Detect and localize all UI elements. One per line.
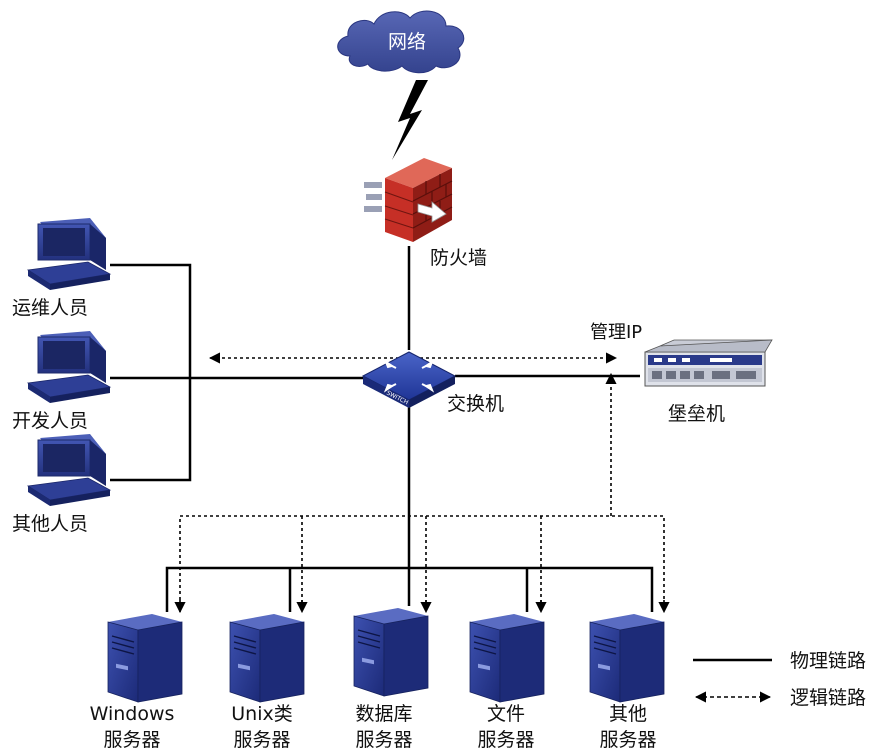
server-file: 文件 服务器	[469, 614, 545, 751]
user-dev: 开发人员	[12, 331, 112, 432]
firewall-label: 防火墙	[430, 247, 487, 269]
computer-icon	[26, 331, 112, 403]
firewall-device: 防火墙	[364, 158, 487, 269]
physical-links	[110, 246, 654, 612]
server-label-line2: 服务器	[233, 729, 290, 751]
server-windows: Windows 服务器	[90, 614, 183, 751]
switch-icon: SWITCH	[361, 351, 457, 408]
server-list: Windows 服务器 Unix类 服务器	[90, 608, 665, 751]
server-tower-icon	[229, 614, 305, 703]
server-tower-icon	[589, 614, 665, 703]
server-label-line1: 文件	[487, 703, 525, 725]
server-other: 其他 服务器	[589, 614, 665, 751]
legend: 物理链路 逻辑链路	[693, 650, 866, 709]
user-label: 其他人员	[12, 513, 88, 535]
server-label-line1: 数据库	[355, 703, 412, 725]
bastion-device: 管理IP 堡垒机	[590, 322, 773, 425]
user-other: 其他人员	[12, 434, 112, 535]
management-ip-label: 管理IP	[590, 322, 642, 343]
cloud-icon	[337, 10, 465, 74]
bastion-server-icon	[644, 339, 773, 387]
network-label: 网络	[388, 31, 426, 53]
user-ops: 运维人员	[12, 218, 112, 319]
server-tower-icon	[353, 608, 429, 697]
switch-label: 交换机	[447, 393, 504, 415]
legend-physical-label: 物理链路	[790, 650, 866, 672]
computer-icon	[26, 218, 112, 290]
switch-device: SWITCH 交换机	[361, 351, 504, 415]
server-tower-icon	[469, 614, 545, 703]
server-label-line2: 服务器	[599, 729, 656, 751]
server-label-line2: 服务器	[477, 729, 534, 751]
server-label-line1: 其他	[609, 703, 647, 725]
legend-logical-label: 逻辑链路	[790, 687, 866, 709]
user-label: 开发人员	[12, 410, 88, 432]
logical-links	[174, 352, 670, 614]
firewall-icon	[364, 158, 453, 242]
server-database: 数据库 服务器	[353, 608, 429, 751]
lightning-icon	[392, 80, 428, 160]
network-cloud: 网络	[337, 10, 465, 74]
server-label-line2: 服务器	[103, 729, 160, 751]
server-label-line1: Unix类	[231, 703, 292, 725]
server-label-line1: Windows	[90, 703, 175, 725]
server-label-line2: 服务器	[355, 729, 412, 751]
user-label: 运维人员	[12, 297, 88, 319]
server-unix: Unix类 服务器	[229, 614, 305, 751]
server-tower-icon	[107, 614, 183, 703]
user-list: 运维人员 开发人员 其他人员	[12, 218, 112, 535]
bastion-label: 堡垒机	[668, 403, 725, 425]
computer-icon	[26, 434, 112, 506]
